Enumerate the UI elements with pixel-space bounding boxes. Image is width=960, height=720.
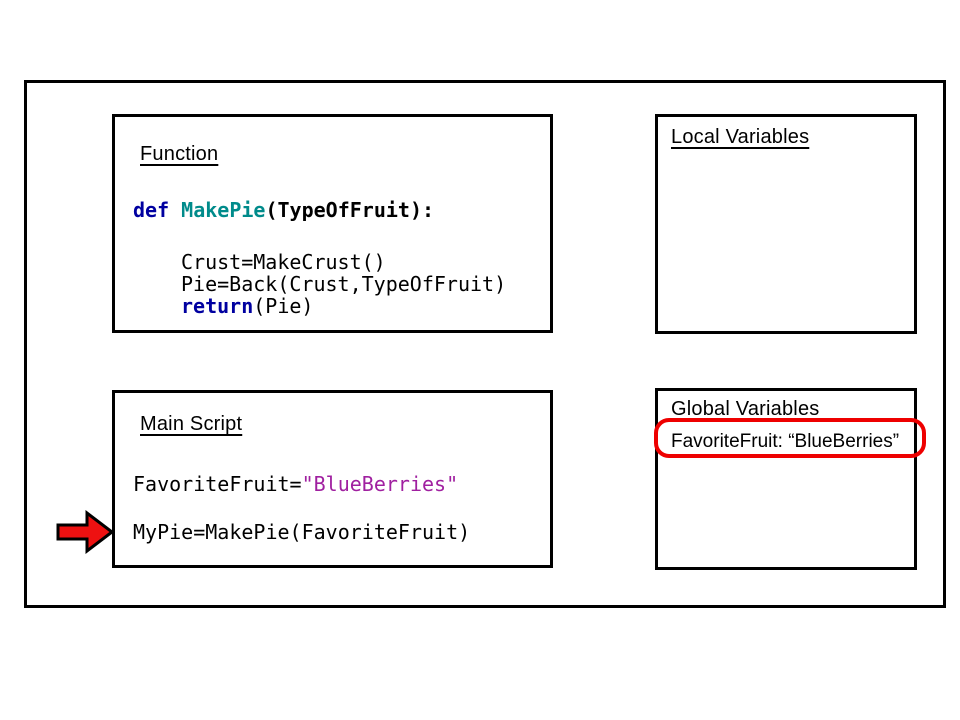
local-variables-title: Local Variables [671, 126, 810, 148]
global-variable-entry: FavoriteFruit: “BlueBerries” [671, 431, 900, 452]
red-highlight-outline [654, 418, 926, 458]
code-line-def: def MakePie(TypeOfFruit): [133, 199, 434, 221]
main-script-box: Main Script FavoriteFruit="BlueBerries" … [112, 390, 553, 568]
main-script-title: Main Script [140, 413, 243, 435]
keyword-return: return [181, 294, 254, 318]
code-line-pie: Pie=Back(Crust,TypeOfFruit) [181, 272, 507, 296]
return-args: (Pie) [253, 294, 314, 318]
global-variables-title: Global Variables [671, 398, 820, 420]
function-box: Function def MakePie(TypeOfFruit): Crust… [112, 114, 553, 333]
code-line-return: return(Pie) [181, 295, 313, 317]
red-right-arrow-icon [56, 509, 115, 555]
function-box-title: Function [140, 143, 219, 165]
code-line-favoritefruit: FavoriteFruit="BlueBerries" [133, 473, 458, 495]
global-variables-box: Global Variables FavoriteFruit: “BlueBer… [655, 388, 917, 570]
def-args: (TypeOfFruit): [265, 198, 435, 222]
string-blueberries: "BlueBerries" [301, 472, 459, 496]
keyword-def: def [133, 198, 182, 222]
local-variables-box: Local Variables [655, 114, 917, 334]
function-name-makepie: MakePie [181, 198, 266, 222]
assignment-lhs: FavoriteFruit= [133, 472, 302, 496]
code-line-crust: Crust=MakeCrust() [181, 250, 386, 274]
code-line-mypie: MyPie=MakePie(FavoriteFruit) [133, 520, 471, 544]
